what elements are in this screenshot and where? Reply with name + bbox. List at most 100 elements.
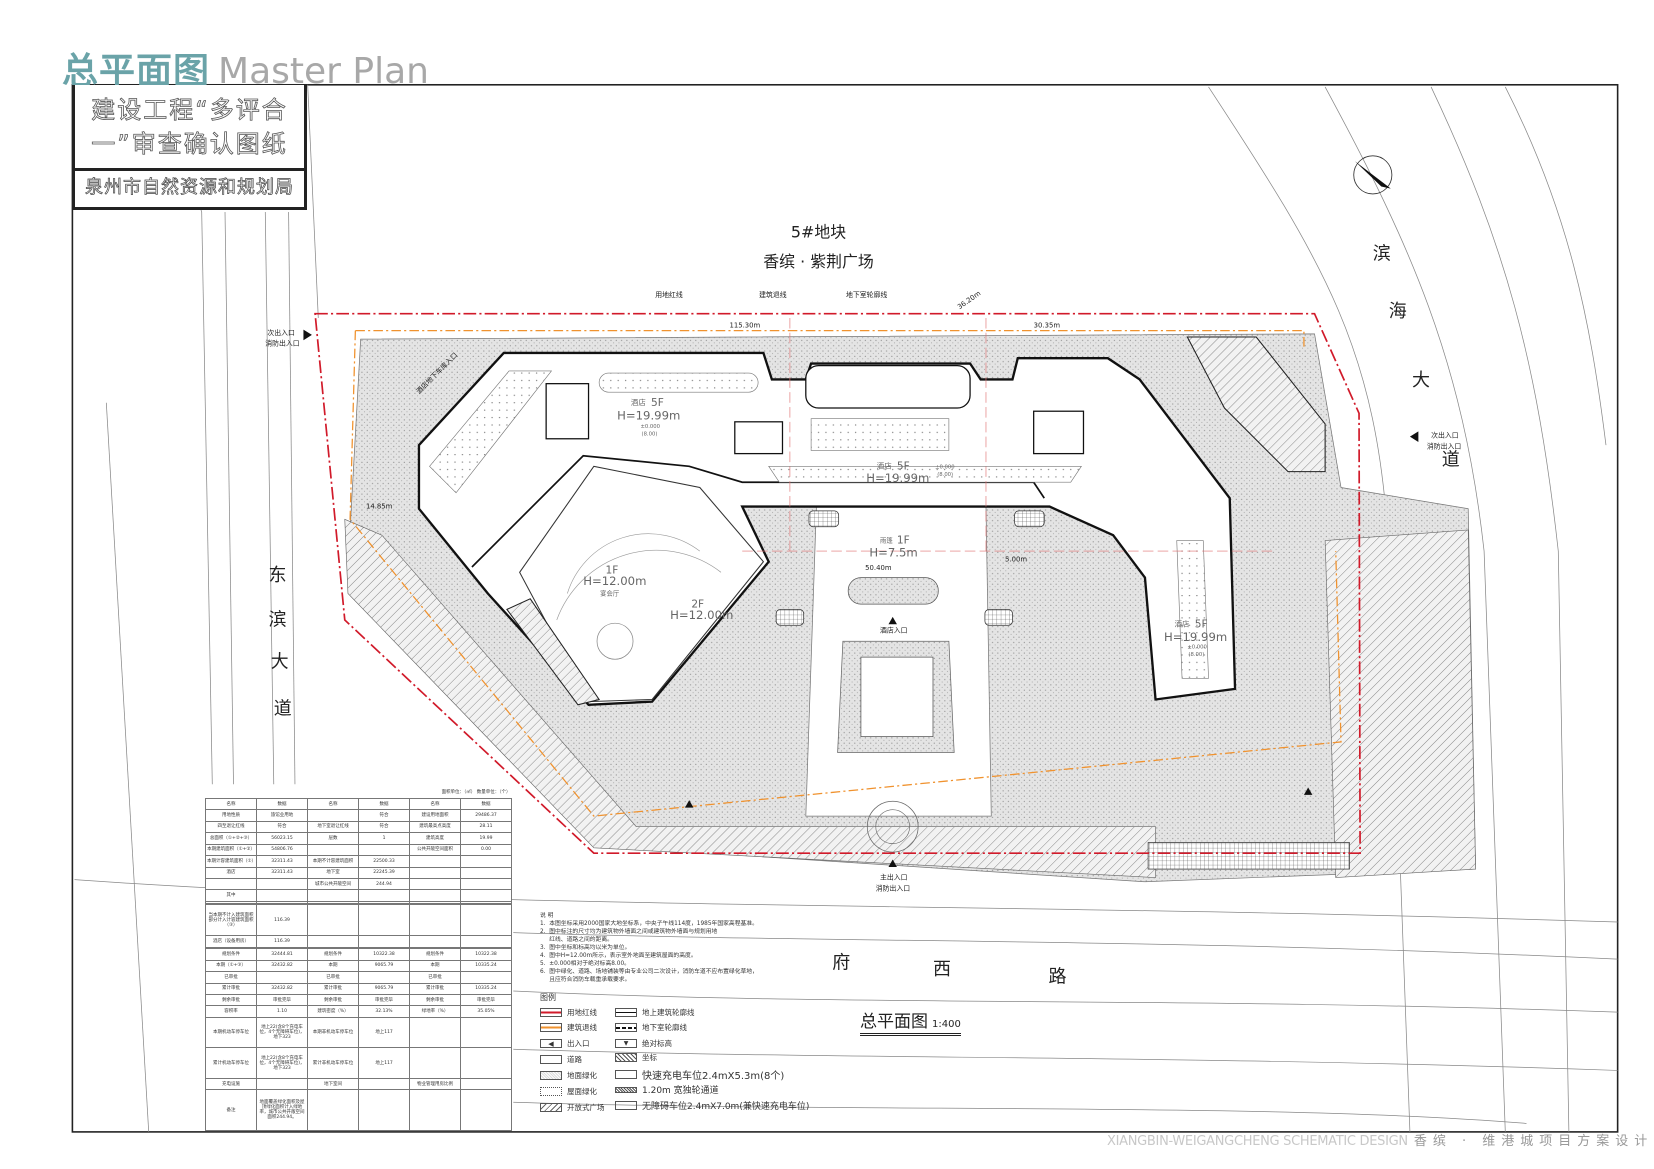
table-cell: 0.00	[460, 843, 512, 857]
table-cell: 32444.81	[256, 948, 308, 961]
plot-name: 香缤 · 紫荆广场	[763, 252, 873, 271]
table-cell: 名称	[307, 797, 359, 811]
legend-label: 1.20m 宽独轮通道	[642, 1086, 719, 1096]
drawing-frame	[71, 83, 1619, 1133]
legend-label: 屋面绿化	[567, 1087, 597, 1096]
road-south-char: 府	[832, 953, 850, 974]
table-row: 已审批已审批已审批	[205, 971, 512, 984]
table-cell: 10322.38	[358, 948, 410, 961]
road-east-char: 海	[1389, 301, 1407, 322]
table-cell: 规划条件	[205, 948, 257, 961]
red-line-swatch	[540, 1008, 562, 1017]
table-cell: 10335.24	[460, 959, 512, 973]
roof-greening-east	[1176, 540, 1209, 679]
table-cell: 56023.15	[256, 832, 308, 845]
main-fire-entrance-label: 消防出入口	[876, 883, 911, 892]
building-use: 宴会厅	[600, 589, 620, 598]
roundabout-inner	[875, 809, 910, 844]
west-fire-entrance-label: 消防出入口	[265, 339, 300, 348]
roof-solar-area	[1186, 336, 1326, 473]
table-cell: 32432.82	[256, 982, 308, 996]
table-row: 其中	[205, 889, 512, 902]
table-cell: 层数	[307, 832, 359, 845]
banquet-circle	[596, 622, 634, 660]
building-use: 雨篷	[880, 536, 893, 545]
ground-greening-swatch	[540, 1071, 562, 1080]
drawing-scale: 1:400	[932, 1019, 961, 1030]
table-cell: 酒店	[205, 866, 257, 879]
table-cell: 城市公共开敞空间	[307, 877, 359, 891]
charging-space-icon	[615, 1070, 637, 1079]
table-cell: 本期	[307, 959, 359, 973]
table-cell: 地下室退让红线	[307, 820, 359, 834]
table-cell: 本期	[409, 959, 461, 973]
building-abs-elevation: (8.00)	[1188, 652, 1204, 658]
table-cell: 本期非机动车停车位	[307, 1016, 359, 1049]
road-east-char: 大	[1412, 370, 1430, 391]
note-item: 1. 本图坐标采用2000国家大地坐标系，中央子午线114度，1985年国家高程…	[540, 921, 758, 927]
table-cell: 累计非机动车停车位	[307, 1047, 359, 1080]
notes-list: 1. 本图坐标采用2000国家大地坐标系，中央子午线114度，1985年国家高程…	[540, 920, 758, 984]
basement-outline-swatch	[615, 1023, 637, 1032]
note-item: 2. 图中标注的尺寸均为建筑物外墙面之间或建筑物外墙面与规划用地	[540, 929, 718, 935]
table-cell	[256, 1078, 308, 1091]
road-east-char: 滨	[1373, 244, 1391, 265]
table-cell	[307, 904, 359, 937]
table-cell: 已审批	[307, 971, 359, 984]
table-cell	[307, 1089, 359, 1131]
legend-item: 1.20m 宽独轮通道	[615, 1083, 719, 1096]
table-cell: 本期（①+③）	[205, 959, 257, 973]
core-block	[1033, 410, 1085, 455]
table-cell: 符合	[358, 809, 410, 822]
building-floors: 1F	[605, 564, 618, 576]
approval-stamp: 建设工程“多评合 一”审查确认图纸 泉州市自然资源和规划局	[72, 85, 307, 210]
legend-item: 无障碍车位2.4mX7.0m(兼快速充电车位)	[615, 1099, 809, 1112]
roof-greening-swatch	[540, 1087, 562, 1096]
table-cell: 规划条件	[307, 948, 359, 961]
legend-item: 地面绿化	[540, 1070, 597, 1081]
legend-item: 地下室轮廓线	[615, 1022, 687, 1033]
table-cell: 用地性质	[205, 809, 257, 822]
courtyard-inner-line	[471, 454, 1045, 568]
banquet-arc	[556, 550, 722, 621]
table-cell	[358, 1089, 410, 1131]
table-row: 当本期不计入建筑面积部分计入计容建筑面积（③）116.39	[205, 904, 512, 937]
building-floors: 2F	[691, 598, 704, 610]
table-cell	[409, 877, 461, 891]
table-cell: 酒店（设备用房）	[205, 935, 257, 948]
notes-title: 说 明	[540, 913, 554, 919]
legend-label: 无障碍车位2.4mX7.0m(兼快速充电车位)	[642, 1102, 810, 1112]
footer-en: XIANGBIN-WEIGANGCHENG SCHEMATIC DESIGN	[1107, 1134, 1408, 1149]
legend-item: 快速充电车位2.4mX5.3m(8个)	[615, 1067, 784, 1082]
table-cell: 35.05%	[460, 1005, 512, 1018]
table-cell: 已审批	[409, 971, 461, 984]
plot-number: 5#地块	[791, 222, 846, 241]
building-floors: 5F	[1195, 618, 1208, 630]
table-cell: 规划条件	[409, 948, 461, 961]
table-cell	[460, 1078, 512, 1091]
north-pavilion	[805, 365, 971, 409]
legend-item: 用地红线	[540, 1007, 597, 1018]
table-cell: 本期机动车停车位	[205, 1016, 257, 1049]
table-cell: 本期计容建筑面积（①）	[205, 855, 257, 868]
table-row: 剩余审批审批完毕剩余审批审批完毕剩余审批审批完毕	[205, 994, 512, 1007]
table-cell: 累计审批	[205, 982, 257, 996]
table-cell	[460, 1047, 512, 1080]
table-cell: 建设用地面积	[409, 809, 461, 822]
roof-greening-north	[598, 372, 759, 393]
table-cell: 19.99	[460, 832, 512, 845]
table-cell: 累计审批	[307, 982, 359, 996]
north-arrow-icon	[1353, 155, 1393, 195]
note-item: 4. 图中H=12.00m所示，表示室外地面至建筑屋面的高度。	[540, 953, 697, 959]
building-elevation: ±0.000	[640, 424, 660, 430]
legend-label: 快速充电车位2.4mX5.3m(8个)	[642, 1071, 785, 1082]
table-cell: 总面积（①+②+③）	[205, 832, 257, 845]
technical-indicators-table: 面积单位：（㎡） 数量单位：（个）名称数据名称数据名称数据用地性质旅馆业用地符合…	[205, 788, 512, 1131]
table-cell: 剩余审批	[307, 994, 359, 1007]
table-cell: 备注	[205, 1089, 257, 1131]
